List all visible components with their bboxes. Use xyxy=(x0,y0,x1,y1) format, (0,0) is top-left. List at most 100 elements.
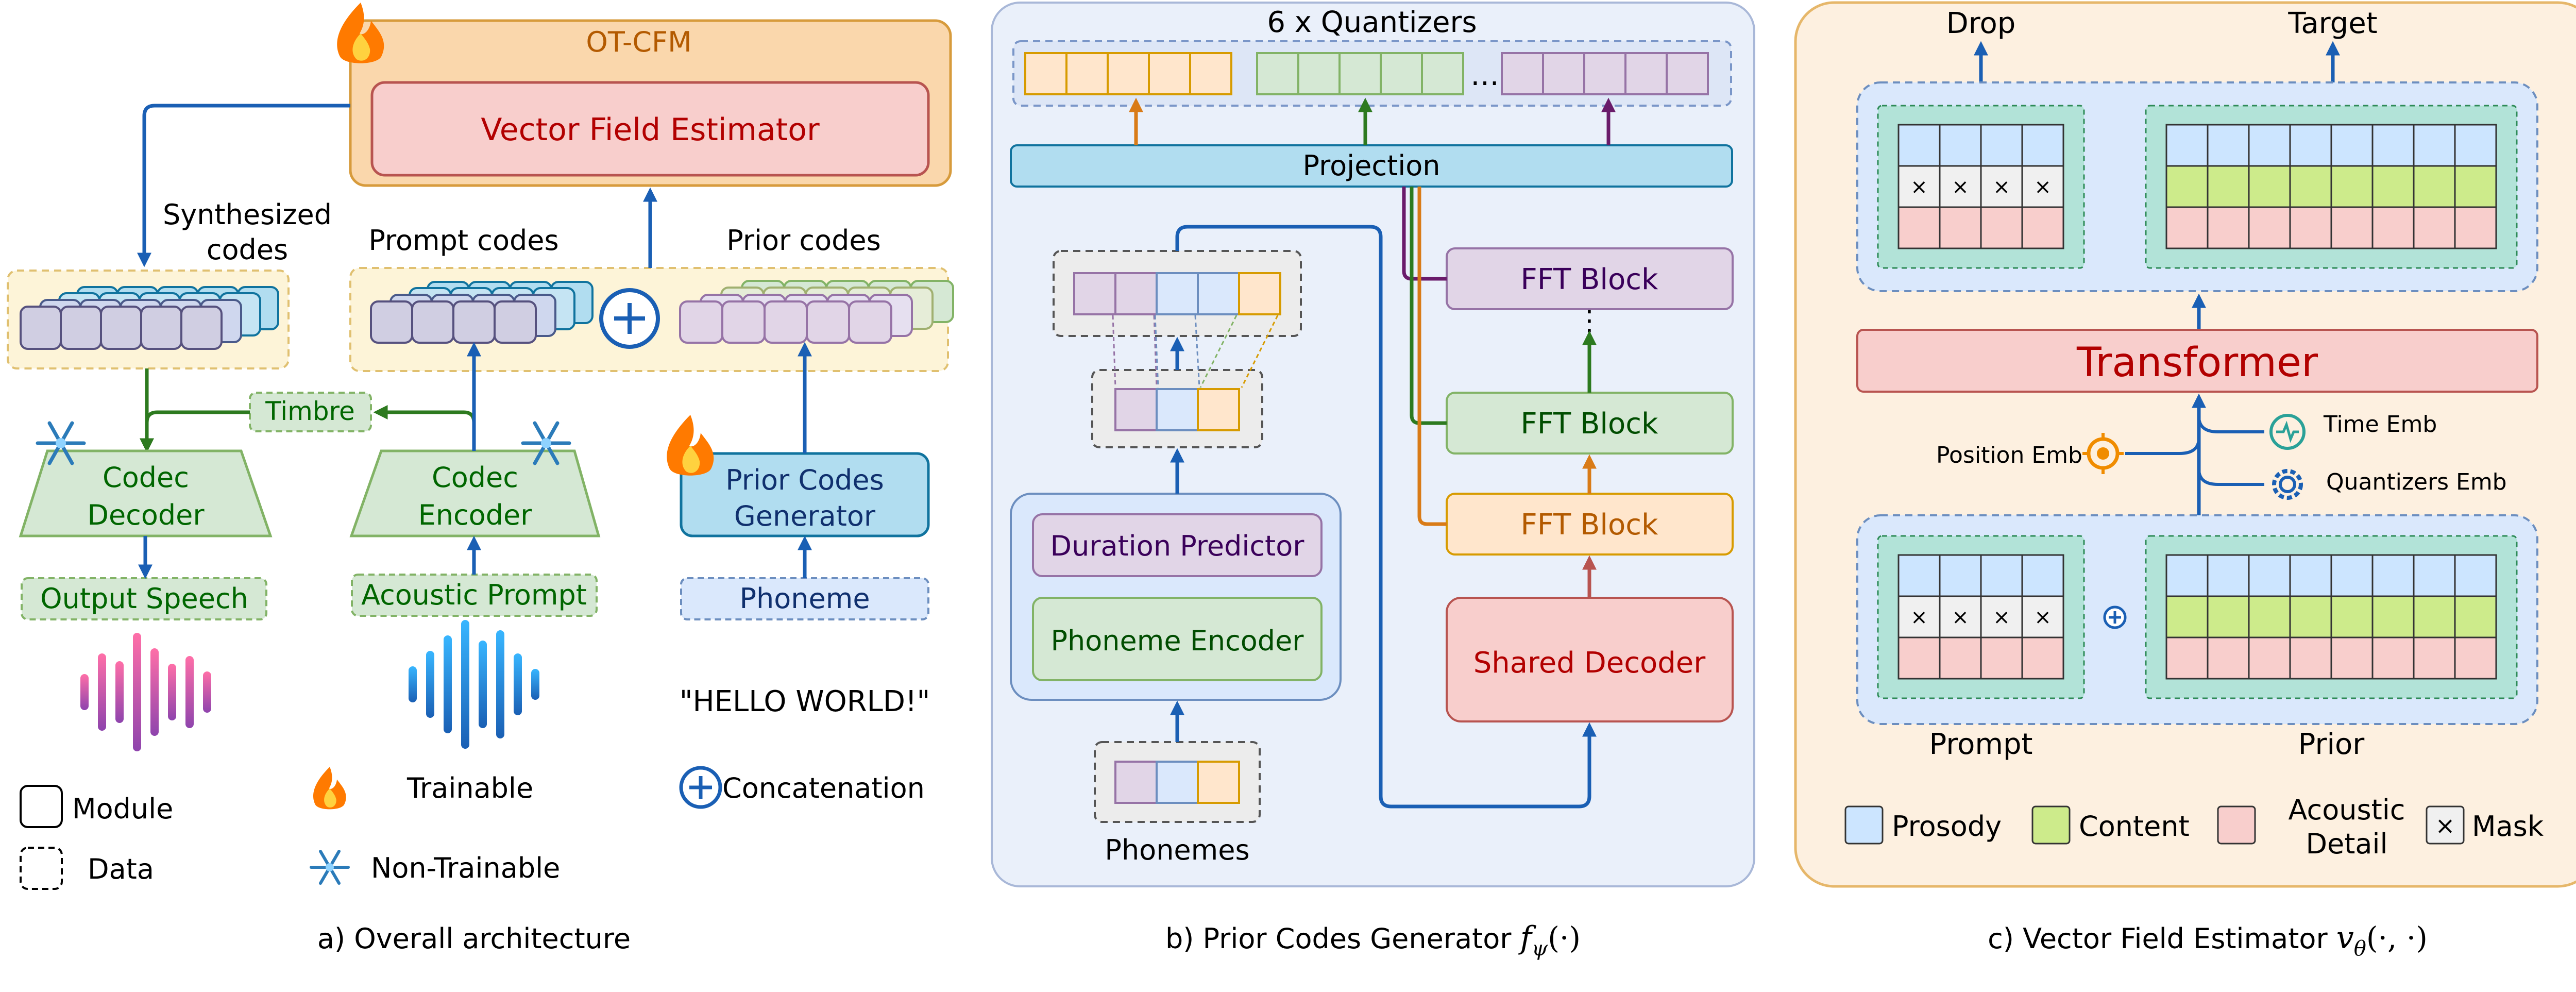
quantizers-emb-label: Quantizers Emb xyxy=(2326,469,2507,495)
grid-cell xyxy=(2454,124,2497,167)
grid-cell xyxy=(2289,595,2332,638)
quantizer-token xyxy=(1421,52,1464,95)
timbre-label: Timbre xyxy=(265,396,355,426)
ot-cfm-label: OT-CFM xyxy=(586,26,691,58)
target-icon xyxy=(2082,433,2124,474)
grid-cell xyxy=(2371,636,2415,680)
grid-cell xyxy=(2021,636,2064,680)
mask-symbol: × xyxy=(1952,175,1969,199)
tap-bottom-to-projection xyxy=(1417,187,1447,526)
token-cell xyxy=(1073,272,1116,315)
quantizer-token xyxy=(1297,52,1341,95)
codec-encoder-label-1: Codec xyxy=(432,461,518,494)
prior-codes-generator-label-1: Prior Codes xyxy=(725,464,884,496)
waveform-icon xyxy=(409,620,539,749)
duration-token-row xyxy=(1114,388,1240,431)
snowflake-icon xyxy=(310,850,350,885)
grid-cell xyxy=(2413,636,2456,680)
quantizer-token xyxy=(1065,52,1109,95)
codec-encoder-module xyxy=(349,449,601,537)
gear-icon xyxy=(2272,469,2303,500)
synthesized-codes-label-1: Synthesized xyxy=(163,198,332,231)
panel-c-caption-text: c) Vector Field Estimator xyxy=(1988,922,2336,955)
grid-cell xyxy=(2207,595,2250,638)
legend-non-trainable-label: Non-Trainable xyxy=(371,852,560,884)
grid-cell xyxy=(1980,206,2023,249)
grid-cell xyxy=(2165,165,2209,208)
grid-cell xyxy=(2248,206,2291,249)
quantizer-token xyxy=(1338,52,1382,95)
panel-a-caption: a) Overall architecture xyxy=(317,922,631,955)
grid-cell xyxy=(1939,595,1982,638)
legend-data-swatch xyxy=(20,847,63,890)
shared-decoder-label: Shared Decoder xyxy=(1473,646,1706,680)
code-token xyxy=(60,306,102,350)
waveform-bar xyxy=(185,656,194,728)
grid-cell xyxy=(2330,165,2374,208)
waveform-bar xyxy=(203,671,211,713)
grid-cell xyxy=(2413,124,2456,167)
code-token xyxy=(848,300,892,344)
hello-world-text: "HELLO WORLD!" xyxy=(680,685,930,718)
plus-circle-icon xyxy=(2103,606,2127,629)
waveform-bar xyxy=(98,653,106,731)
arrow-expanded-to-decoder xyxy=(1175,225,1597,809)
grid-cell xyxy=(2207,636,2250,680)
legend-content-label: Content xyxy=(2079,810,2190,843)
legend-data-label: Data xyxy=(88,853,154,885)
transformer-label: Transformer xyxy=(2076,340,2318,386)
fire-icon xyxy=(337,3,384,63)
code-token xyxy=(721,300,766,344)
panel-c-caption: c) Vector Field Estimator vθ(·, ·) xyxy=(1988,920,2428,961)
fft-block-bottom-label: FFT Block xyxy=(1521,508,1658,542)
phoneme-label: Phoneme xyxy=(739,582,870,615)
grid-cell xyxy=(1980,554,2023,597)
waveform-bar xyxy=(444,635,452,733)
code-token xyxy=(806,300,850,344)
grid-cell xyxy=(1897,124,1941,167)
waveform-bar xyxy=(479,641,487,728)
quantizer-token xyxy=(1624,52,1668,95)
waveform-bar xyxy=(426,651,434,718)
grid-cell xyxy=(2207,554,2250,597)
grid-cell xyxy=(2165,636,2209,680)
waveform-bar xyxy=(514,653,522,715)
grid-cell xyxy=(2454,165,2497,208)
token-cell xyxy=(1197,272,1240,315)
legend-acoustic-swatch xyxy=(2217,805,2256,845)
output-speech-label: Output Speech xyxy=(40,582,248,615)
mask-symbol: × xyxy=(2034,606,2052,629)
mask-symbol: × xyxy=(1993,606,2010,629)
token-cell xyxy=(1114,761,1158,804)
quantizer-token xyxy=(1107,52,1150,95)
grid-cell xyxy=(2289,554,2332,597)
quantizer-token xyxy=(1666,52,1709,95)
grid-cell xyxy=(2248,124,2291,167)
time-icon xyxy=(2269,414,2306,450)
legend-module-swatch xyxy=(20,785,63,828)
code-token xyxy=(764,300,808,344)
waveform-bar xyxy=(168,664,176,720)
grid-cell xyxy=(2248,554,2291,597)
prompt-label: Prompt xyxy=(1929,728,2033,761)
waveform-bar xyxy=(115,661,124,723)
token-cell xyxy=(1156,388,1199,431)
codec-decoder-module xyxy=(19,449,273,537)
grid-cell xyxy=(1939,636,1982,680)
grid-cell xyxy=(1897,636,1941,680)
quantizer-token xyxy=(1542,52,1585,95)
grid-cell xyxy=(2454,636,2497,680)
mask-symbol: × xyxy=(2034,175,2052,199)
panel-b-caption-args: (·) xyxy=(1548,920,1581,955)
prior-label: Prior xyxy=(2298,728,2365,761)
grid-cell xyxy=(2371,554,2415,597)
code-token xyxy=(140,306,182,350)
grid-cell xyxy=(2289,206,2332,249)
grid-cell xyxy=(2454,554,2497,597)
grid-cell xyxy=(2165,124,2209,167)
fft-block-top-label: FFT Block xyxy=(1521,263,1658,296)
grid-cell xyxy=(2289,165,2332,208)
token-cell xyxy=(1114,388,1158,431)
code-token xyxy=(180,306,223,350)
grid-cell xyxy=(2289,636,2332,680)
